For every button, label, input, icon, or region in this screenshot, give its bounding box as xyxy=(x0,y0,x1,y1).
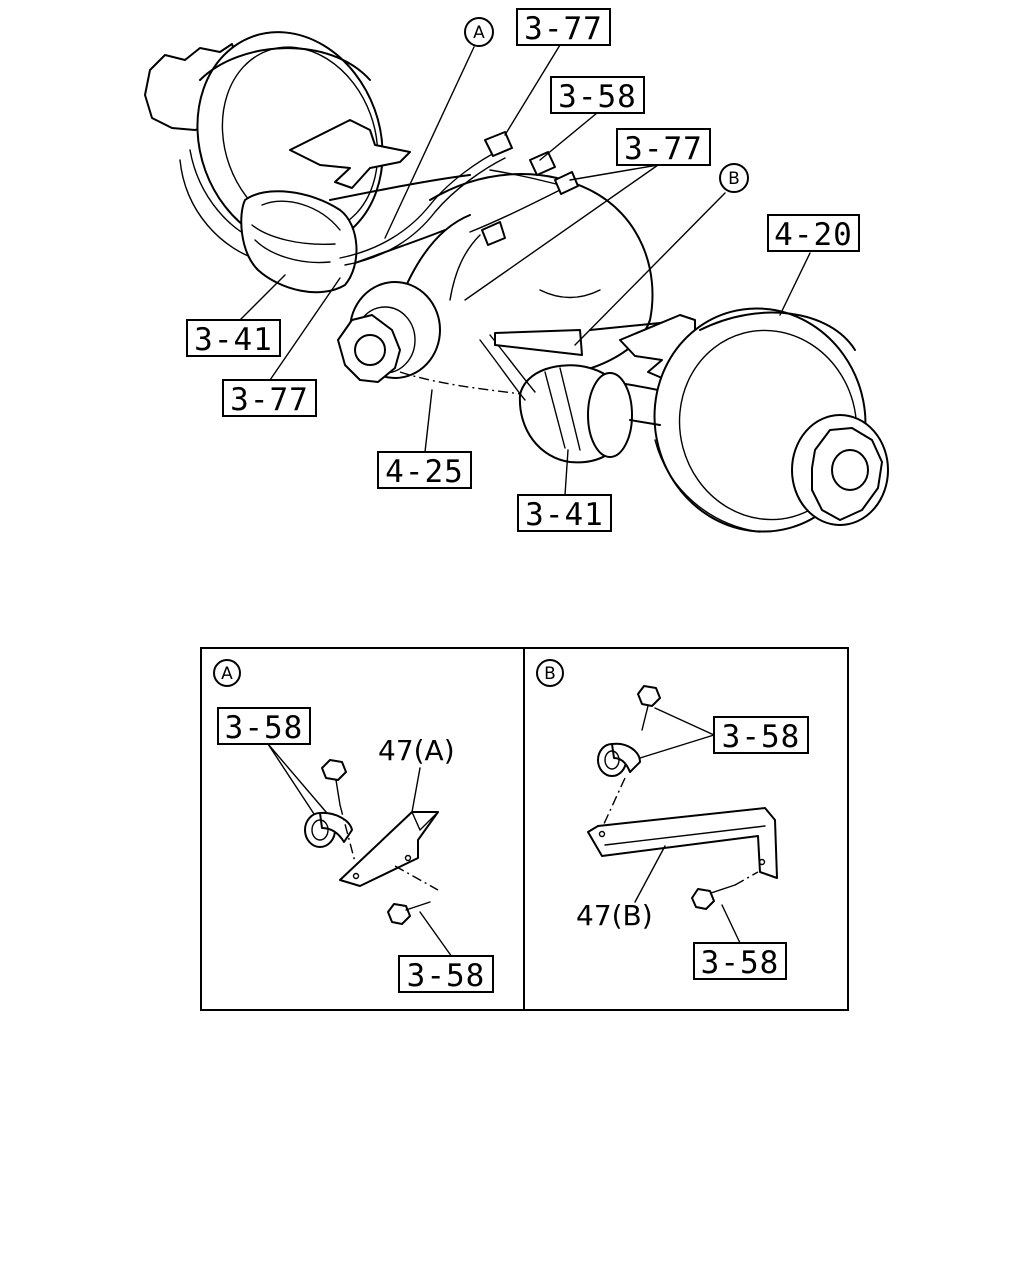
right-brake-chamber xyxy=(518,364,661,464)
callout-text: 3-58 xyxy=(558,79,637,115)
detail-a-bracket-label: 47(A) xyxy=(378,734,455,767)
leader-lines xyxy=(239,44,811,496)
callout-text: 4-20 xyxy=(774,217,853,253)
callout-3-77-left: 3-77 xyxy=(222,379,317,418)
callout-text: 3-77 xyxy=(230,382,309,418)
detail-b-bracket-label: 47(B) xyxy=(576,899,653,932)
callout-text: 3-41 xyxy=(194,322,273,358)
detail-b: B 3-58 47(B) 3-58 xyxy=(536,659,809,981)
callout-text: 4-25 xyxy=(385,454,464,490)
callout-4-20: 4-20 xyxy=(767,214,860,253)
callout-3-77-top: 3-77 xyxy=(516,8,611,47)
detail-b-hose-clip xyxy=(597,742,641,827)
detail-b-bolt-lower xyxy=(691,871,759,944)
detail-a-clip-label: 3-58 xyxy=(225,710,304,746)
detail-b-bracket xyxy=(587,807,778,879)
left-spring-seat xyxy=(289,119,411,189)
detail-a-hose-clip xyxy=(304,811,353,848)
detail-a-bolt-lower xyxy=(387,865,453,958)
differential-housing xyxy=(337,172,654,396)
callout-text: 3-41 xyxy=(525,497,604,533)
callout-text: 3-77 xyxy=(624,131,703,167)
callout-3-58-top: 3-58 xyxy=(550,76,645,115)
detail-b-clip-label: 3-58 xyxy=(722,719,801,755)
callout-text: 3-77 xyxy=(524,11,603,47)
callout-3-77-mid: 3-77 xyxy=(616,128,711,167)
left-brake-chamber xyxy=(240,190,358,294)
left-hub-drum xyxy=(144,31,384,263)
air-hoses xyxy=(339,131,583,401)
detail-a: A 3-58 47(A) 3-58 xyxy=(213,659,494,994)
marker-text: B xyxy=(728,169,740,189)
detail-b-marker: B xyxy=(544,664,556,684)
detail-a-bolt-upper xyxy=(321,759,356,863)
axle-assembly xyxy=(144,31,889,533)
marker-text: A xyxy=(473,23,485,43)
callout-3-41-bottom: 3-41 xyxy=(517,494,612,533)
detail-b-bolt-upper xyxy=(637,685,661,731)
callout-3-41-left: 3-41 xyxy=(186,319,281,358)
detail-a-marker: A xyxy=(221,664,233,684)
marker-b-main: B xyxy=(719,163,749,193)
marker-a-main: A xyxy=(464,17,494,47)
callout-4-25: 4-25 xyxy=(377,451,472,490)
detail-a-bolt-label: 3-58 xyxy=(407,958,486,994)
right-hub-drum xyxy=(653,307,889,533)
detail-b-bolt-label: 3-58 xyxy=(701,945,780,981)
